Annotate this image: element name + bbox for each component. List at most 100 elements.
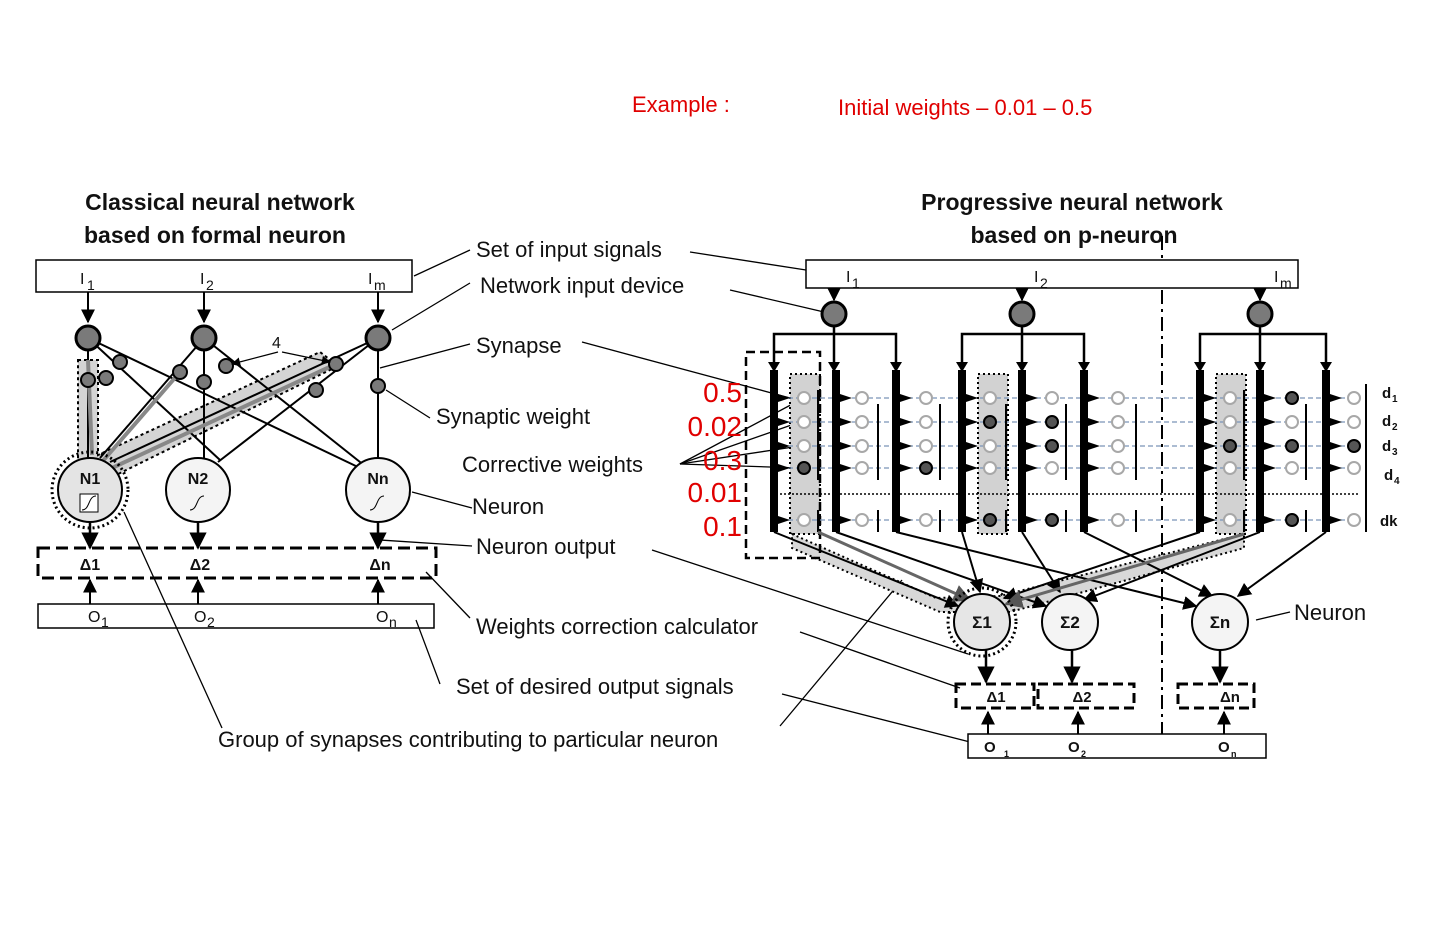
sigma-delta-n: Δn	[1220, 689, 1240, 706]
progressive-input-2-sub: 2	[1040, 275, 1048, 291]
progressive-input-1-sub: 1	[852, 275, 860, 291]
label-synapse: Synapse	[476, 333, 562, 358]
classical-output-box	[37, 603, 435, 629]
classical-output-1-sub: 1	[101, 614, 109, 630]
weight-value-1: 0.5	[703, 377, 742, 408]
row-label-d4-sub: 4	[1394, 476, 1400, 487]
classical-input-m-sub: m	[374, 277, 386, 293]
synaptic-weight-node	[370, 378, 386, 394]
neuron-n2	[165, 457, 231, 523]
progressive-correction-box-2	[1036, 682, 1136, 710]
neuron-group-halo	[50, 450, 130, 530]
label-neuron-output: Neuron output	[476, 534, 615, 559]
progressive-input-2: I	[1034, 269, 1038, 286]
progressive-title-line1: Progressive neural network	[921, 189, 1223, 215]
active-weight-node	[1045, 439, 1059, 453]
label-group-synapses: Group of synapses contributing to partic…	[218, 727, 718, 752]
progressive-input-m: I	[1274, 269, 1278, 286]
progressive-output-1: O	[984, 739, 996, 756]
classical-input-2-sub: 2	[206, 277, 214, 293]
synaptic-weight-node	[98, 370, 114, 386]
label-weights-correction: Weights correction calculator	[476, 614, 758, 639]
progressive-correction-box-n	[1176, 682, 1256, 710]
progressive-input-m-sub: m	[1280, 275, 1292, 291]
progressive-output-2: O	[1068, 739, 1080, 756]
label-neuron: Neuron	[472, 494, 544, 519]
delta-1: Δ1	[80, 557, 101, 574]
active-weight-node	[983, 415, 997, 429]
synaptic-weight-node	[328, 356, 344, 372]
progressive-output-box	[967, 733, 1267, 759]
progressive-output-n: O	[1218, 739, 1230, 756]
progressive-output-1-sub: 1	[1004, 749, 1009, 759]
label-input-signals: Set of input signals	[476, 237, 662, 262]
active-weight-node	[1223, 439, 1237, 453]
activation-icon	[189, 495, 205, 511]
classical-network: Classical neural network based on formal…	[35, 189, 438, 630]
active-weight-node	[1285, 439, 1299, 453]
progressive-output-2-sub: 2	[1081, 749, 1086, 759]
initial-weights: 0.5 0.02 0.3 0.01 0.1	[688, 377, 743, 542]
row-label-d1: d	[1382, 385, 1391, 402]
row-label-d2: d	[1382, 413, 1391, 430]
progressive-correction-box-1	[954, 682, 1036, 710]
corrective-weights-box	[744, 350, 822, 560]
weight-value-3: 0.3	[703, 445, 742, 476]
neuron-nn-label: Nn	[367, 471, 388, 488]
classical-output-n: O	[376, 609, 388, 626]
sigma-neuron-halo	[946, 586, 1018, 658]
progressive-title-line2: based on p-neuron	[971, 222, 1178, 248]
classical-input-m: I	[368, 271, 372, 288]
neuron-sigma-1	[953, 593, 1011, 651]
weight-value-5: 0.1	[703, 511, 742, 542]
synaptic-weight-node	[172, 364, 188, 380]
synaptic-weight-node	[80, 372, 96, 388]
classical-input-node-1	[74, 324, 102, 352]
weight-value-2: 0.02	[688, 411, 743, 442]
row-label-d3: d	[1382, 438, 1391, 455]
classical-input-node-2	[190, 324, 218, 352]
progressive-input-node-2	[1008, 300, 1036, 328]
sigma-delta-1: Δ1	[986, 689, 1005, 706]
classical-output-1: O	[88, 609, 100, 626]
label-synaptic-weight: Synaptic weight	[436, 404, 590, 429]
synaptic-weight-node	[218, 358, 234, 374]
label-corrective-weights: Corrective weights	[462, 452, 643, 477]
synaptic-weight-node	[308, 382, 324, 398]
active-weight-node	[1045, 415, 1059, 429]
example-label: Example :	[632, 92, 730, 117]
row-label-d3-sub: 3	[1392, 447, 1398, 458]
neuron-sigma-n-label: Σn	[1210, 613, 1231, 632]
classical-output-2: O	[194, 609, 206, 626]
classical-correction-box	[36, 546, 438, 580]
row-label-d4: d	[1384, 467, 1393, 484]
progressive-input-box	[805, 259, 1299, 289]
classical-output-2-sub: 2	[207, 614, 215, 630]
classical-input-2: I	[200, 271, 204, 288]
active-weight-node	[983, 513, 997, 527]
neuron-n2-label: N2	[188, 471, 209, 488]
active-weight-node	[1347, 439, 1361, 453]
classical-output-n-sub: n	[389, 614, 397, 630]
neuron-nn	[345, 457, 411, 523]
delta-2: Δ2	[190, 557, 211, 574]
classical-input-box	[35, 259, 413, 293]
neuron-sigma-2-label: Σ2	[1060, 613, 1080, 632]
active-weight-node	[1045, 513, 1059, 527]
active-weight-node	[797, 461, 811, 475]
classical-input-1: I	[80, 271, 84, 288]
progressive-network: Progressive neural network based on p-ne…	[744, 189, 1400, 759]
row-label-d1-sub: 1	[1392, 394, 1398, 405]
progressive-output-n-sub: n	[1231, 749, 1237, 759]
activation-icon	[369, 495, 385, 511]
example-text: Initial weights – 0.01 – 0.5	[838, 95, 1092, 120]
active-weight-node	[1285, 513, 1299, 527]
synapse-group-funnel	[791, 532, 1245, 613]
neuron-sigma-2	[1041, 593, 1099, 651]
active-weight-node	[919, 461, 933, 475]
progressive-input-node-m	[1246, 300, 1274, 328]
classical-title-line2: based on formal neuron	[84, 222, 346, 248]
active-weight-node	[1285, 391, 1299, 405]
classical-input-1-sub: 1	[87, 277, 95, 293]
